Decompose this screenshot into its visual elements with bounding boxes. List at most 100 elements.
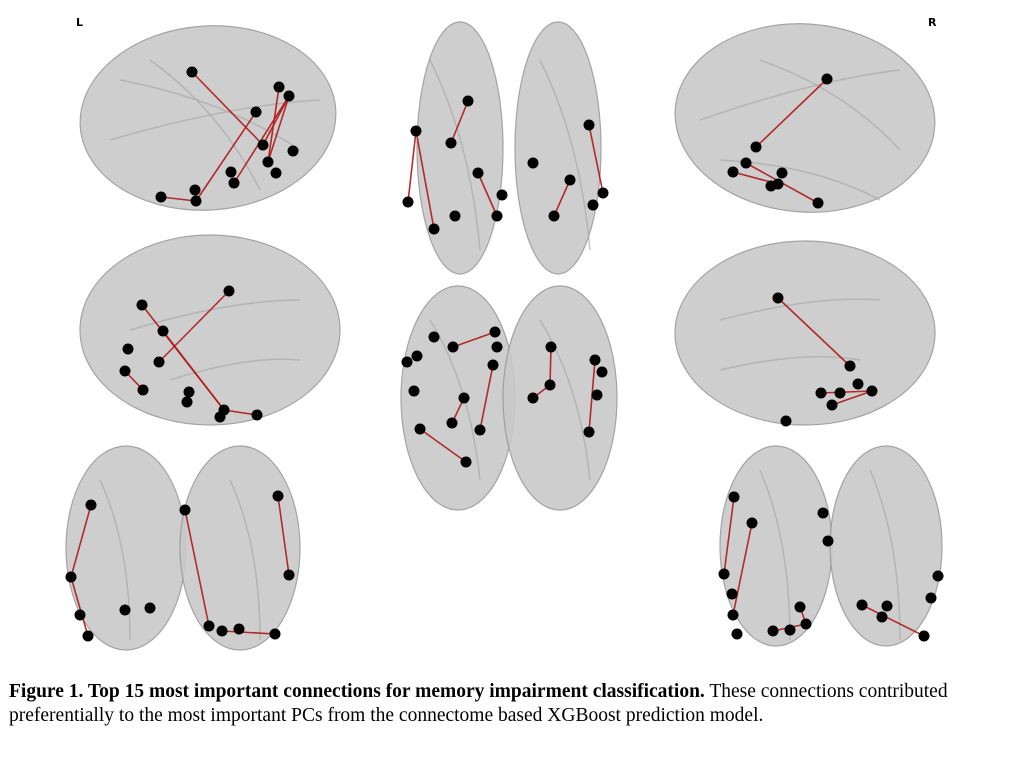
brain-panel-dorsal: [402, 21, 609, 275]
brain-node: [460, 456, 472, 468]
brain-node: [462, 95, 474, 107]
connection-edge: [70, 504, 92, 578]
brain-sulcus: [539, 59, 591, 251]
brain-node: [428, 331, 440, 343]
connection-edge: [415, 130, 435, 230]
brain-node: [740, 157, 752, 169]
brain-node: [446, 417, 458, 429]
brain-node: [408, 385, 420, 397]
brain-node: [186, 66, 198, 78]
brain-sulcus: [99, 479, 131, 641]
right-hemisphere-label: R: [928, 16, 937, 29]
brain-node: [731, 628, 743, 640]
brain-sulcus: [719, 298, 881, 321]
brain-node: [932, 570, 944, 582]
connection-edge: [588, 124, 604, 194]
brain-node: [153, 356, 165, 368]
brain-node: [144, 602, 156, 614]
connection-edge: [723, 496, 735, 575]
brain-node: [272, 490, 284, 502]
connection-edge: [267, 86, 280, 163]
brain-node: [445, 137, 457, 149]
connection-edge: [820, 390, 873, 394]
figure-caption: Figure 1. Top 15 most important connecti…: [9, 680, 1004, 728]
connection-edge: [407, 130, 417, 203]
brain-node: [155, 191, 167, 203]
brain-node: [784, 624, 796, 636]
brain-sulcus: [539, 319, 591, 481]
brain-node: [750, 141, 762, 153]
brain-node: [474, 424, 486, 436]
connection-edge: [452, 331, 496, 348]
caption-text: These connections contributed preferenti…: [9, 681, 948, 726]
brain-node: [491, 341, 503, 353]
brain-node: [727, 609, 739, 621]
brain-node: [728, 491, 740, 503]
brain-node: [545, 341, 557, 353]
brain-node: [815, 387, 827, 399]
connection-edge: [195, 111, 257, 202]
brain-node: [228, 177, 240, 189]
brain-node: [250, 106, 262, 118]
connection-edge: [184, 509, 210, 627]
brain-node: [794, 601, 806, 613]
brain-node: [214, 411, 226, 423]
brain-node: [225, 166, 237, 178]
brain-node: [137, 384, 149, 396]
brain-sulcus: [719, 355, 861, 371]
connection-edge: [267, 95, 290, 163]
brain-node: [203, 620, 215, 632]
brain-node: [817, 507, 829, 519]
brain-node: [283, 90, 295, 102]
brain-node: [411, 350, 423, 362]
brain-node: [414, 423, 426, 435]
brain-node: [765, 180, 777, 192]
brain-node: [876, 611, 888, 623]
brain-node: [767, 625, 779, 637]
brain-sulcus: [759, 469, 791, 641]
brain-node: [844, 360, 856, 372]
connection-edge: [221, 630, 276, 635]
brain-node: [410, 125, 422, 137]
brain-node: [487, 359, 499, 371]
brain-node: [119, 604, 131, 616]
connection-edge: [831, 390, 873, 406]
brain-node: [746, 517, 758, 529]
connection-edge: [233, 95, 290, 184]
brain-hemisphere: [502, 285, 618, 511]
brain-node: [447, 341, 459, 353]
connection-edge: [732, 522, 753, 616]
brain-connectome-figure: [65, 21, 944, 651]
brain-node: [183, 386, 195, 398]
brain-hemisphere: [179, 445, 301, 651]
connection-edge: [479, 364, 494, 431]
brain-node: [273, 81, 285, 93]
connection-edge: [755, 78, 828, 148]
brain-node: [856, 599, 868, 611]
connection-edge: [277, 495, 290, 576]
brain-node: [179, 504, 191, 516]
brain-node: [925, 592, 937, 604]
brain-node: [458, 392, 470, 404]
connection-edge: [549, 346, 552, 386]
caption-title: Figure 1. Top 15 most important connecti…: [9, 681, 705, 702]
brain-node: [251, 409, 263, 421]
brain-node: [918, 630, 930, 642]
brain-node: [283, 569, 295, 581]
brain-hemisphere: [674, 23, 936, 213]
brain-node: [402, 196, 414, 208]
brain-node: [866, 385, 878, 397]
brain-node: [780, 415, 792, 427]
brain-node: [223, 285, 235, 297]
brain-sulcus: [129, 299, 301, 331]
brain-node: [233, 623, 245, 635]
connection-edge: [861, 604, 925, 637]
brain-hemisphere: [79, 25, 337, 211]
brain-hemisphere: [400, 285, 516, 511]
brain-node: [596, 366, 608, 378]
brain-sulcus: [699, 69, 901, 121]
connection-edge: [553, 179, 571, 217]
brain-node: [189, 184, 201, 196]
brain-panel-posterior: [65, 445, 301, 651]
brain-node: [881, 600, 893, 612]
